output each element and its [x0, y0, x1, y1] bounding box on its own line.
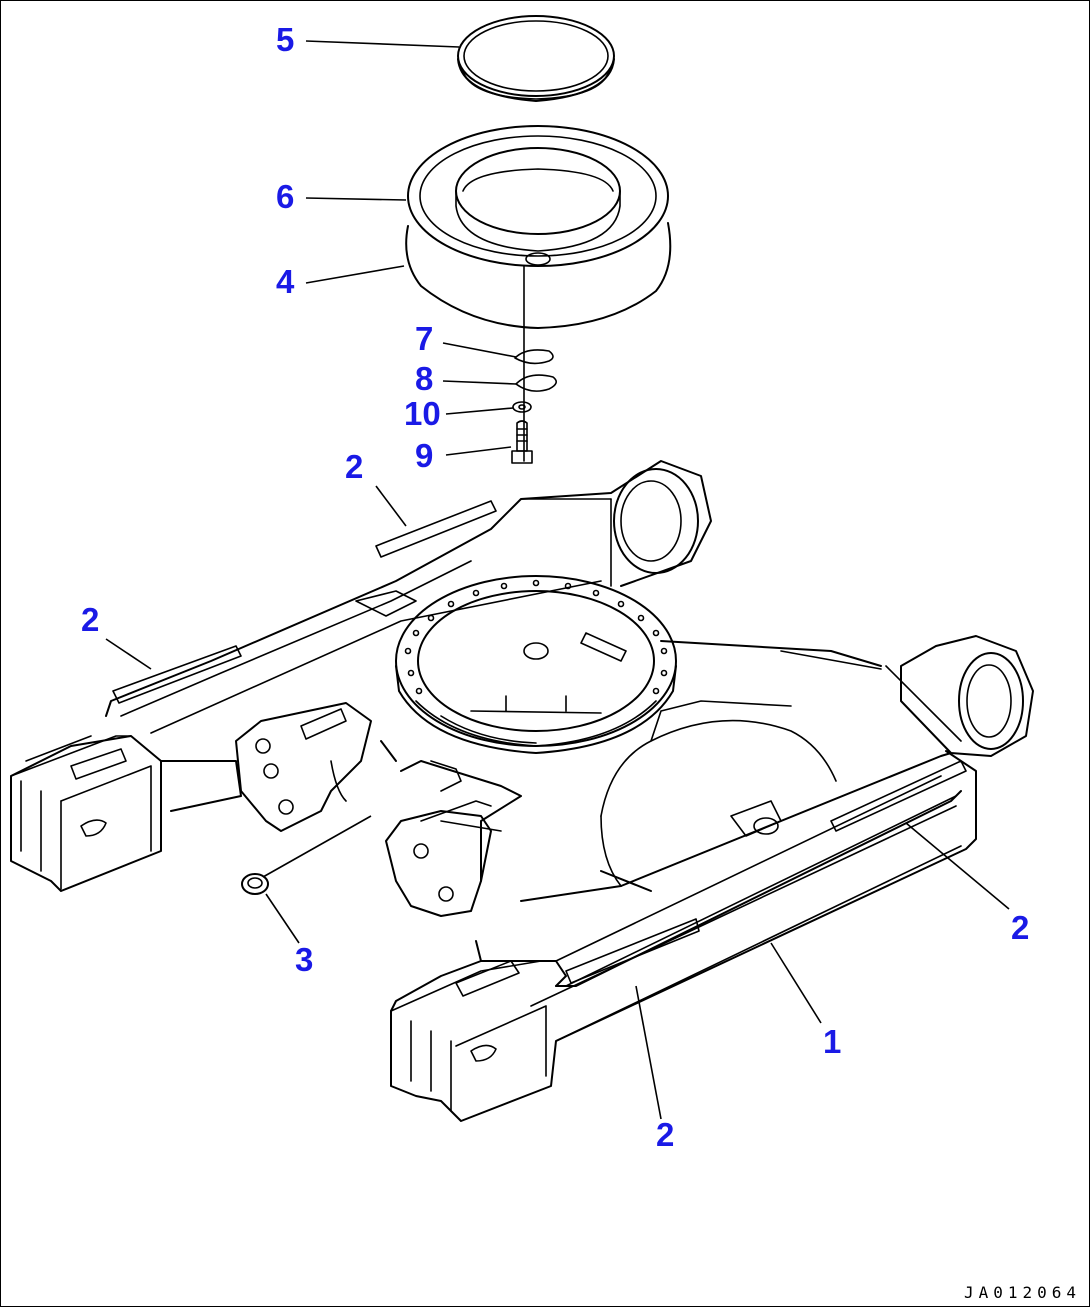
callout-9: 9	[415, 437, 434, 474]
plug-part-3	[241, 873, 269, 895]
callout-2-right: 2	[1011, 909, 1030, 946]
bolt-part-9	[511, 420, 533, 464]
callout-10: 10	[404, 395, 441, 432]
shim-part-7	[514, 349, 554, 365]
drawing-code: JA012064	[963, 1283, 1081, 1302]
callout-2-left: 2	[81, 601, 100, 638]
callout-3: 3	[295, 941, 314, 978]
seal-ring-part-5	[457, 15, 615, 102]
track-frame-part-1	[10, 460, 1034, 1122]
callout-8: 8	[415, 360, 434, 397]
cover-part-4	[405, 222, 672, 329]
callout-4: 4	[276, 263, 295, 300]
pad-top	[375, 500, 497, 558]
callout-2-bottom: 2	[656, 1116, 675, 1153]
race-part-6	[407, 125, 669, 267]
callout-7: 7	[415, 320, 434, 357]
plate-part-8	[515, 374, 557, 392]
callout-1: 1	[823, 1023, 842, 1060]
leader-lines	[105, 40, 1010, 1120]
callout-6: 6	[276, 178, 295, 215]
callout-2-top: 2	[345, 448, 364, 485]
callout-5: 5	[276, 21, 295, 58]
washer-part-10	[512, 401, 532, 413]
